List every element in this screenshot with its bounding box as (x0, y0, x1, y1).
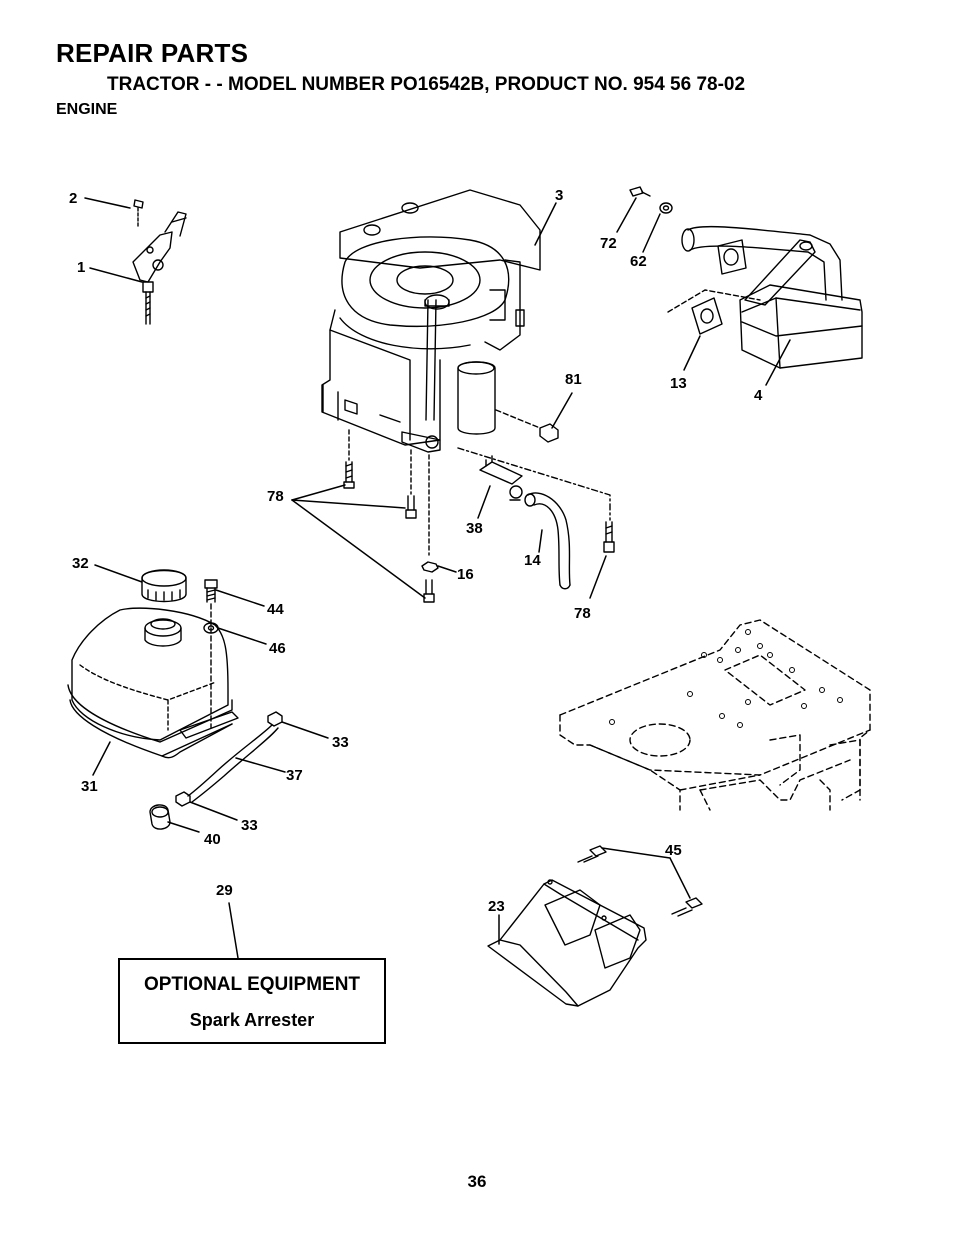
callout-45: 45 (665, 842, 682, 859)
frame-drawing (559, 619, 871, 811)
fuel-fitting-drawing (343, 409, 615, 603)
callout-2: 2 (69, 190, 77, 207)
callout-38: 38 (466, 520, 483, 537)
callout-23: 23 (488, 898, 505, 915)
callout-14: 14 (524, 552, 541, 569)
callout-78a: 78 (267, 488, 284, 505)
skid-plate-drawing (487, 845, 703, 1007)
callout-labels: 2 1 3 72 62 13 4 81 78 38 14 16 78 32 44… (69, 187, 763, 915)
callout-62: 62 (630, 253, 647, 270)
page-number: 36 (467, 1172, 487, 1191)
callout-29: 29 (216, 882, 233, 899)
muffler-drawing (629, 186, 863, 369)
callout-81: 81 (565, 371, 582, 388)
callout-46: 46 (269, 640, 286, 657)
callout-13: 13 (670, 375, 687, 392)
model-subtitle: TRACTOR - - MODEL NUMBER PO16542B, PRODU… (107, 74, 746, 95)
optional-equipment-heading: OPTIONAL EQUIPMENT (143, 974, 361, 995)
callout-78b: 78 (574, 605, 591, 622)
callout-4: 4 (754, 387, 763, 404)
callout-44: 44 (267, 601, 284, 618)
fuel-tank-drawing (67, 569, 283, 830)
frame-holes (609, 629, 843, 728)
callout-1: 1 (77, 259, 85, 276)
callout-37: 37 (286, 767, 303, 784)
callout-33b: 33 (241, 817, 258, 834)
callout-31: 31 (81, 778, 98, 795)
section-label: ENGINE (56, 101, 118, 118)
leader-lines (84, 197, 791, 959)
optional-equipment-box: OPTIONAL EQUIPMENT Spark Arrester (118, 958, 386, 1044)
callout-16: 16 (457, 566, 474, 583)
callout-33a: 33 (332, 734, 349, 751)
callout-40: 40 (204, 831, 221, 848)
throttle-control-drawing (132, 199, 187, 325)
page-title: REPAIR PARTS (56, 38, 249, 68)
spark-arrester-label: Spark Arrester (189, 1010, 315, 1030)
callout-72: 72 (600, 235, 617, 252)
engine-drawing (321, 189, 541, 453)
callout-3: 3 (555, 187, 563, 204)
callout-32: 32 (72, 555, 89, 572)
